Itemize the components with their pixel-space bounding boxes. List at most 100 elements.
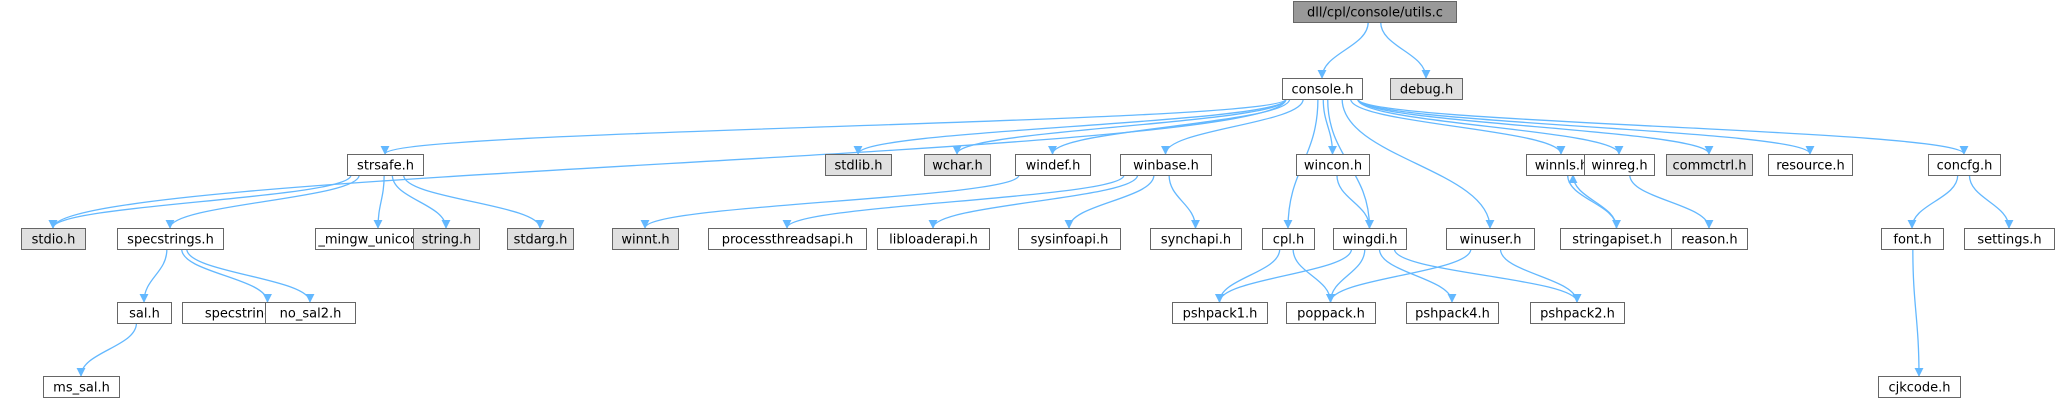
- node-winuser[interactable]: winuser.h: [1446, 228, 1535, 250]
- node-box: [347, 154, 424, 176]
- edge-winuser-to-poppack: [1325, 248, 1472, 303]
- node-box: [1262, 228, 1315, 250]
- edge-concfg-to-font: [1907, 174, 1959, 229]
- node-box: [43, 376, 120, 398]
- node-synchapi[interactable]: synchapi.h: [1150, 228, 1242, 250]
- edge-winbase-to-processthreadsapi: [782, 174, 1125, 229]
- edge-console-to-resource: [1357, 98, 1815, 155]
- header-nodes: dll/cpl/console/utils.c console.h debug.h s…: [21, 1, 2055, 398]
- node-stdio[interactable]: stdio.h: [21, 228, 86, 250]
- node-box: [1881, 228, 1944, 250]
- dependency-edges: [48, 21, 2014, 377]
- edge-stringapiset-to-winnls: [1568, 174, 1618, 229]
- node-label: processthreadsapi.h: [722, 233, 854, 248]
- edge-specstrings-to-specstrings_strict: [181, 248, 273, 303]
- node-label: winnt.h: [621, 233, 669, 248]
- node-processthreadsapi[interactable]: processthreadsapi.h: [708, 228, 867, 250]
- node-settings[interactable]: settings.h: [1964, 228, 2055, 250]
- node-resource[interactable]: resource.h: [1768, 154, 1853, 176]
- node-font[interactable]: font.h: [1881, 228, 1944, 250]
- edge-console-to-commctrl: [1357, 98, 1714, 155]
- node-label: cpl.h: [1273, 233, 1304, 248]
- node-label: reason.h: [1681, 233, 1737, 248]
- node-winbase[interactable]: winbase.h: [1120, 154, 1212, 176]
- node-label: console.h: [1291, 83, 1353, 98]
- node-label: settings.h: [1977, 233, 2041, 248]
- node-label: strsafe.h: [357, 159, 414, 174]
- node-winnt[interactable]: winnt.h: [612, 228, 679, 250]
- node-wingdi[interactable]: wingdi.h: [1333, 228, 1407, 250]
- node-box: [924, 154, 991, 176]
- edge-winbase-to-synchapi: [1168, 174, 1201, 229]
- edge-strsafe-to-string: [391, 174, 451, 229]
- node-wchar[interactable]: wchar.h: [924, 154, 991, 176]
- node-label: sal.h: [129, 307, 160, 322]
- node-pshpack1[interactable]: pshpack1.h: [1172, 302, 1268, 324]
- node-root[interactable]: dll/cpl/console/utils.c: [1293, 1, 1457, 23]
- edge-console-to-windef: [1048, 98, 1291, 155]
- node-debug[interactable]: debug.h: [1390, 78, 1463, 100]
- node-pshpack4[interactable]: pshpack4.h: [1406, 302, 1499, 324]
- node-specstrings[interactable]: specstrings.h: [117, 228, 224, 250]
- node-label: poppack.h: [1297, 307, 1365, 322]
- node-box: [1964, 228, 2055, 250]
- edge-console-to-stdio: [48, 98, 1287, 229]
- node-winnls[interactable]: winnls.h: [1526, 154, 1597, 176]
- edge-strsafe-to-specstrings: [165, 174, 360, 229]
- node-ms-sal[interactable]: ms_sal.h: [43, 376, 120, 398]
- node-box: [1333, 228, 1407, 250]
- node-commctrl[interactable]: commctrl.h: [1666, 154, 1753, 176]
- node-box: [1282, 78, 1363, 100]
- node-box: [117, 302, 172, 324]
- edge-wingdi-to-pshpack2: [1393, 248, 1582, 303]
- node-label: commctrl.h: [1672, 159, 1746, 174]
- edge-console-to-stdlib: [853, 98, 1287, 155]
- node-stringapiset[interactable]: stringapiset.h: [1560, 228, 1674, 250]
- node-box: [1671, 228, 1748, 250]
- node-pshpack2[interactable]: pshpack2.h: [1530, 302, 1625, 324]
- edge-sal-to-ms_sal: [76, 322, 138, 377]
- edge-winbase-to-sysinfoapi: [1064, 174, 1155, 229]
- node-mingw-unicode[interactable]: _mingw_unicode.h: [315, 228, 442, 250]
- node-no-sal2[interactable]: no_sal2.h: [265, 302, 356, 324]
- node-console[interactable]: console.h: [1282, 78, 1363, 100]
- node-poppack[interactable]: poppack.h: [1286, 302, 1376, 324]
- edge-wincon-to-wingdi: [1336, 174, 1375, 229]
- node-libloaderapi[interactable]: libloaderapi.h: [877, 228, 990, 250]
- edge-wingdi-to-pshpack1: [1214, 248, 1353, 303]
- node-box: [825, 154, 892, 176]
- node-stdarg[interactable]: stdarg.h: [507, 228, 574, 250]
- node-label: winnls.h: [1535, 159, 1588, 174]
- node-label: resource.h: [1776, 159, 1845, 174]
- node-winreg[interactable]: winreg.h: [1584, 154, 1655, 176]
- node-label: sysinfoapi.h: [1031, 233, 1109, 248]
- node-sal[interactable]: sal.h: [117, 302, 172, 324]
- node-concfg[interactable]: concfg.h: [1928, 154, 2001, 176]
- node-box: [1150, 228, 1242, 250]
- node-label: pshpack1.h: [1183, 307, 1258, 322]
- node-label: font.h: [1893, 233, 1931, 248]
- edge-winreg-to-reason: [1629, 174, 1714, 229]
- node-reason[interactable]: reason.h: [1671, 228, 1748, 250]
- edge-strsafe-to-mingw_unicode: [373, 174, 385, 229]
- node-box: [1666, 154, 1753, 176]
- node-box: [1120, 154, 1212, 176]
- node-cjkcode[interactable]: cjkcode.h: [1878, 376, 1961, 398]
- node-sysinfoapi[interactable]: sysinfoapi.h: [1018, 228, 1121, 250]
- node-stdlib[interactable]: stdlib.h: [825, 154, 892, 176]
- node-wincon[interactable]: wincon.h: [1296, 154, 1370, 176]
- node-string[interactable]: string.h: [413, 228, 480, 250]
- node-label: wincon.h: [1304, 159, 1362, 174]
- node-label: wingdi.h: [1343, 233, 1398, 248]
- node-label: libloaderapi.h: [889, 233, 978, 248]
- node-strsafe[interactable]: strsafe.h: [347, 154, 424, 176]
- node-box: [1172, 302, 1268, 324]
- edge-font-to-cjkcode: [1912, 248, 1924, 377]
- node-box: [1018, 228, 1121, 250]
- node-label: stdio.h: [32, 233, 76, 248]
- node-label: wchar.h: [932, 159, 983, 174]
- node-windef[interactable]: windef.h: [1015, 154, 1091, 176]
- edge-concfg-to-settings: [1968, 174, 2014, 229]
- node-cpl[interactable]: cpl.h: [1262, 228, 1315, 250]
